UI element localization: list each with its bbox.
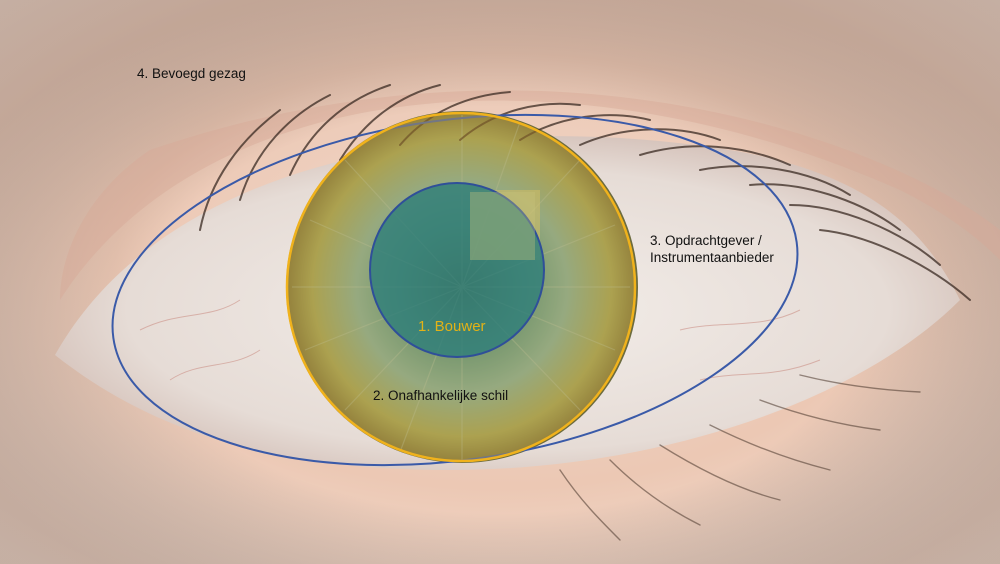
label-bevoegd-gezag: 4. Bevoegd gezag: [137, 65, 246, 82]
label-opdrachtgever: 3. Opdrachtgever / Instrumentaanbieder: [650, 232, 774, 266]
label-bouwer: 1. Bouwer: [418, 318, 486, 335]
label-opdrachtgever-line1: 3. Opdrachtgever /: [650, 232, 774, 249]
label-onafhankelijke-schil: 2. Onafhankelijke schil: [373, 387, 508, 404]
label-opdrachtgever-line2: Instrumentaanbieder: [650, 249, 774, 266]
